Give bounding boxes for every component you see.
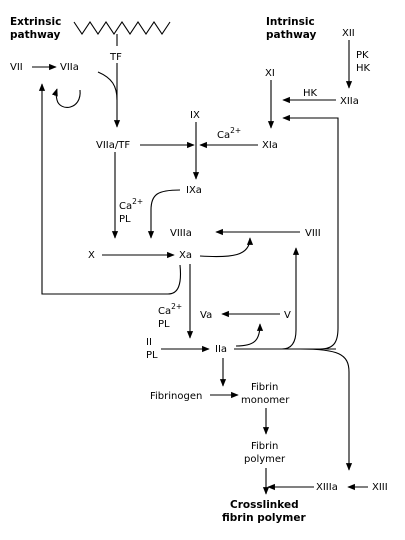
label-hk-1: HK xyxy=(356,63,371,74)
cofactor-ca-2: Ca2+ xyxy=(119,197,143,212)
arrow-iia-to-xiii xyxy=(299,348,353,471)
membrane-zigzag xyxy=(73,21,171,35)
label-crosslinked-1: Crosslinked xyxy=(230,499,299,511)
label-iia: IIa xyxy=(215,344,227,355)
label-viia: VIIa xyxy=(60,62,79,73)
label-ii: II xyxy=(146,337,152,348)
label-crosslinked-2: fibrin polymer xyxy=(222,512,306,524)
label-xi: XI xyxy=(265,68,275,79)
cofactor-pl-2: PL xyxy=(119,214,131,225)
label-pl: PL xyxy=(146,350,158,361)
label-ix: IX xyxy=(190,110,200,121)
label-va: Va xyxy=(200,310,212,321)
label-viiia: VIIIa xyxy=(170,228,192,239)
label-tf: TF xyxy=(109,52,122,63)
label-xii: XII xyxy=(342,28,355,39)
arrow-iia-to-viii xyxy=(281,247,300,350)
label-viii: VIII xyxy=(305,228,321,239)
label-ixa: IXa xyxy=(186,185,202,196)
label-v: V xyxy=(284,310,291,321)
cofactor-ca-3: Ca2+ xyxy=(158,302,182,317)
label-xiii: XIII xyxy=(372,482,388,493)
label-xa: Xa xyxy=(179,250,192,261)
label-xia: XIa xyxy=(262,140,278,151)
cofactor-ca-1: Ca2+ xyxy=(217,126,241,141)
arrow-xa-feedback-vii xyxy=(38,83,182,295)
arrow-xa-to-viii xyxy=(199,237,254,258)
label-pk: PK xyxy=(356,50,369,61)
extrinsic-heading-line1: Extrinsic xyxy=(10,16,61,28)
label-fibrin-polymer-2: polymer xyxy=(244,454,286,465)
arrow-viia-autoactivation xyxy=(51,88,81,108)
arrow-ixa-to-x xyxy=(147,189,181,239)
label-fibrin-polymer-1: Fibrin xyxy=(251,441,278,452)
label-fibrin-monomer-1: Fibrin xyxy=(251,382,278,393)
label-xiia: XIIa xyxy=(340,96,359,107)
arrow-viia-to-complex xyxy=(97,71,121,128)
label-vii: VII xyxy=(10,62,23,73)
label-fibrinogen: Fibrinogen xyxy=(150,391,202,402)
label-xiiia: XIIIa xyxy=(316,482,338,493)
arrow-iia-to-xi xyxy=(282,114,339,350)
cofactor-pl-3: PL xyxy=(158,319,170,330)
extrinsic-heading-line2: pathway xyxy=(10,29,61,41)
label-viia-tf: VIIa/TF xyxy=(96,140,130,151)
arrow-iia-to-v xyxy=(235,323,264,347)
label-fibrin-monomer-2: monomer xyxy=(241,395,290,406)
label-hk-2: HK xyxy=(303,88,318,99)
intrinsic-heading-line2: pathway xyxy=(266,29,317,41)
label-x: X xyxy=(88,250,95,261)
intrinsic-heading-line1: Intrinsic xyxy=(266,16,315,28)
